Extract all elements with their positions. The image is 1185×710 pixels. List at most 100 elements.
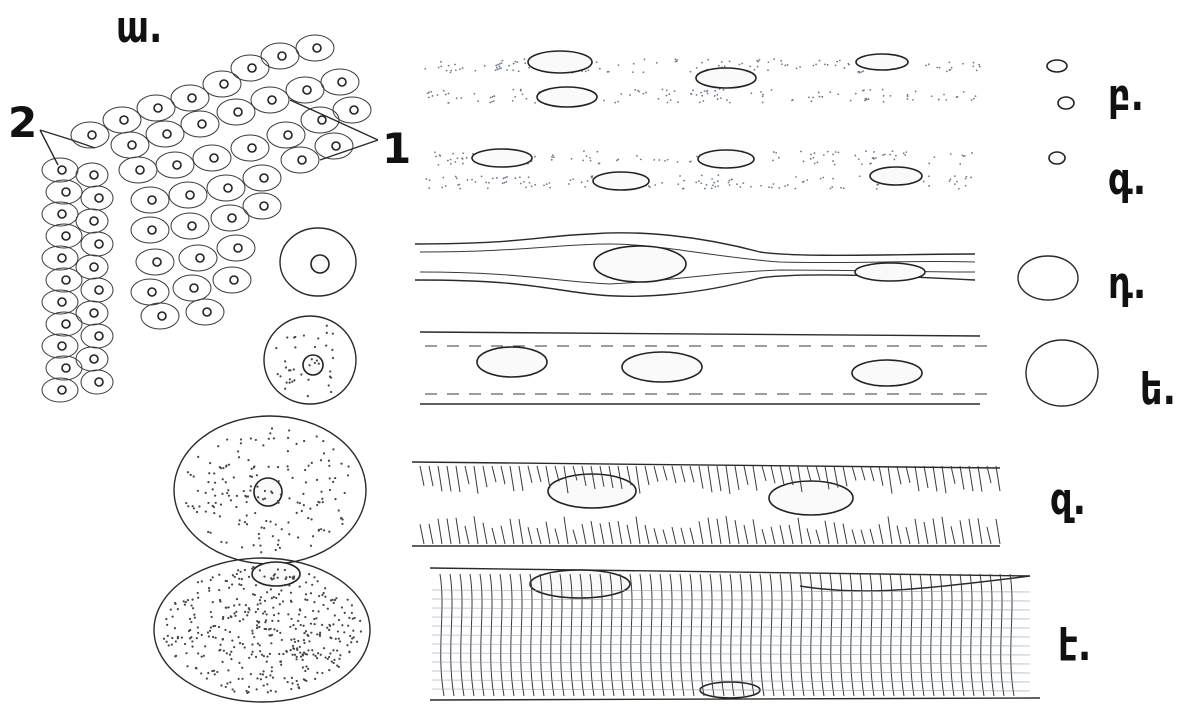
striation (996, 466, 1000, 491)
stipple-dot (238, 678, 240, 680)
striation (645, 525, 649, 544)
stipple-dot (279, 632, 281, 634)
fiber-stipple (632, 71, 634, 73)
stipple-dot (222, 617, 224, 619)
stipple-dot (305, 665, 307, 667)
striation (910, 574, 914, 696)
fiber-stipple (827, 64, 829, 66)
fiber-stipple (649, 186, 651, 188)
stipple-dot (326, 627, 328, 629)
fiber-stipple (741, 63, 743, 65)
stipple-dot (256, 677, 258, 679)
striation (555, 529, 559, 544)
stipple-dot (213, 472, 215, 474)
stipple-dot (228, 464, 230, 466)
fiber-stipple (454, 161, 456, 163)
striation (879, 524, 883, 544)
fiber-stipple (759, 59, 761, 61)
stipple-dot (348, 617, 350, 619)
stipple-dot (302, 493, 304, 495)
fiber-stipple (587, 180, 589, 182)
stipple-dot (303, 334, 305, 336)
fiber-stipple (717, 174, 719, 176)
cell-nucleus (278, 52, 286, 60)
cross-section-d (280, 228, 356, 296)
stipple-dot (308, 364, 310, 366)
stipple-dot (284, 584, 286, 586)
cell-nucleus (95, 378, 103, 386)
fiber-stipple (806, 179, 808, 181)
striation (630, 574, 634, 696)
fiber-stipple (529, 182, 531, 184)
fiber-stipple (459, 188, 461, 190)
striation (933, 466, 937, 491)
stipple-dot (319, 633, 321, 635)
stipple-dot (226, 492, 228, 494)
striation (528, 527, 532, 544)
stipple-dot (277, 620, 279, 622)
striation (888, 466, 892, 494)
fiber-nucleus (856, 54, 908, 70)
fiber-stipple (718, 65, 720, 67)
stipple-dot (181, 636, 183, 638)
stipple-dot (228, 495, 230, 497)
fiber-stipple (814, 152, 816, 154)
stipple-dot (207, 502, 209, 504)
striation (717, 519, 721, 544)
fiber-stipple (773, 151, 775, 153)
stipple-dot (240, 438, 242, 440)
stipple-dot (233, 612, 235, 614)
cell-nucleus (62, 188, 70, 196)
stipple-dot (184, 604, 186, 606)
stipple-dot (255, 611, 257, 613)
cell-nucleus (268, 96, 276, 104)
stipple-dot (302, 659, 304, 661)
fiber-stipple (772, 183, 774, 185)
striation (483, 523, 487, 544)
fiber-stipple (528, 67, 530, 69)
striation (924, 466, 928, 488)
fiber-stipple (445, 185, 447, 187)
stipple-dot (219, 466, 221, 468)
fiber-stipple (824, 63, 826, 65)
stipple-dot (322, 604, 324, 606)
fiber-stipple (462, 158, 464, 160)
stipple-dot (256, 624, 258, 626)
fiber-stipple (703, 100, 705, 102)
stipple-dot (295, 443, 297, 445)
fiber-stipple (546, 183, 548, 185)
stipple-dot (241, 678, 243, 680)
stipple-dot (208, 587, 210, 589)
striation (537, 466, 541, 482)
striation (429, 524, 433, 544)
stipple-dot (264, 628, 266, 630)
stipple-dot (275, 597, 277, 599)
stipple-dot (302, 666, 304, 668)
stipple-dot (228, 587, 230, 589)
stipple-dot (195, 667, 197, 669)
fiber-stipple (890, 95, 892, 97)
fiber-stipple (700, 182, 702, 184)
stipple-dot (240, 571, 242, 573)
striation (456, 466, 460, 492)
stipple-dot (212, 488, 214, 490)
stipple-dot (349, 635, 351, 637)
stipple-dot (252, 651, 254, 653)
striation (870, 466, 874, 481)
stipple-dot (201, 656, 203, 658)
stipple-dot (266, 613, 268, 615)
striation (492, 528, 496, 544)
striation (654, 528, 658, 544)
stipple-dot (304, 616, 306, 618)
fiber-stipple (795, 176, 797, 178)
fiber-stipple (810, 158, 812, 160)
stipple-dot (197, 490, 199, 492)
stipple-dot (341, 624, 343, 626)
striation (528, 466, 532, 483)
fiber-stipple (513, 63, 515, 65)
stipple-dot (259, 650, 261, 652)
striation (1000, 574, 1004, 696)
fiber-stipple (552, 154, 554, 156)
stipple-dot (328, 460, 330, 462)
